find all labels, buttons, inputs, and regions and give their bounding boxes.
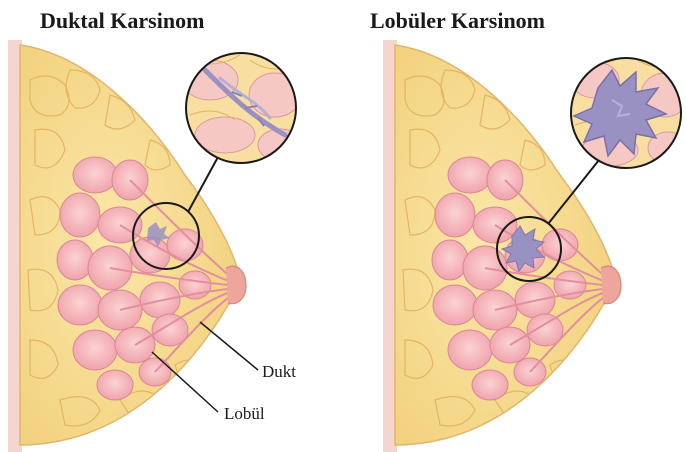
right-breast (383, 40, 686, 452)
duct-label: Dukt (262, 362, 296, 382)
duct-pointer-line (200, 322, 258, 370)
left-breast (8, 40, 302, 452)
lobular-zoom-view (571, 55, 686, 168)
nipple (226, 266, 246, 303)
lobule-label: Lobül (224, 404, 265, 424)
nipple (601, 266, 621, 303)
ductal-zoom-view (182, 53, 302, 163)
